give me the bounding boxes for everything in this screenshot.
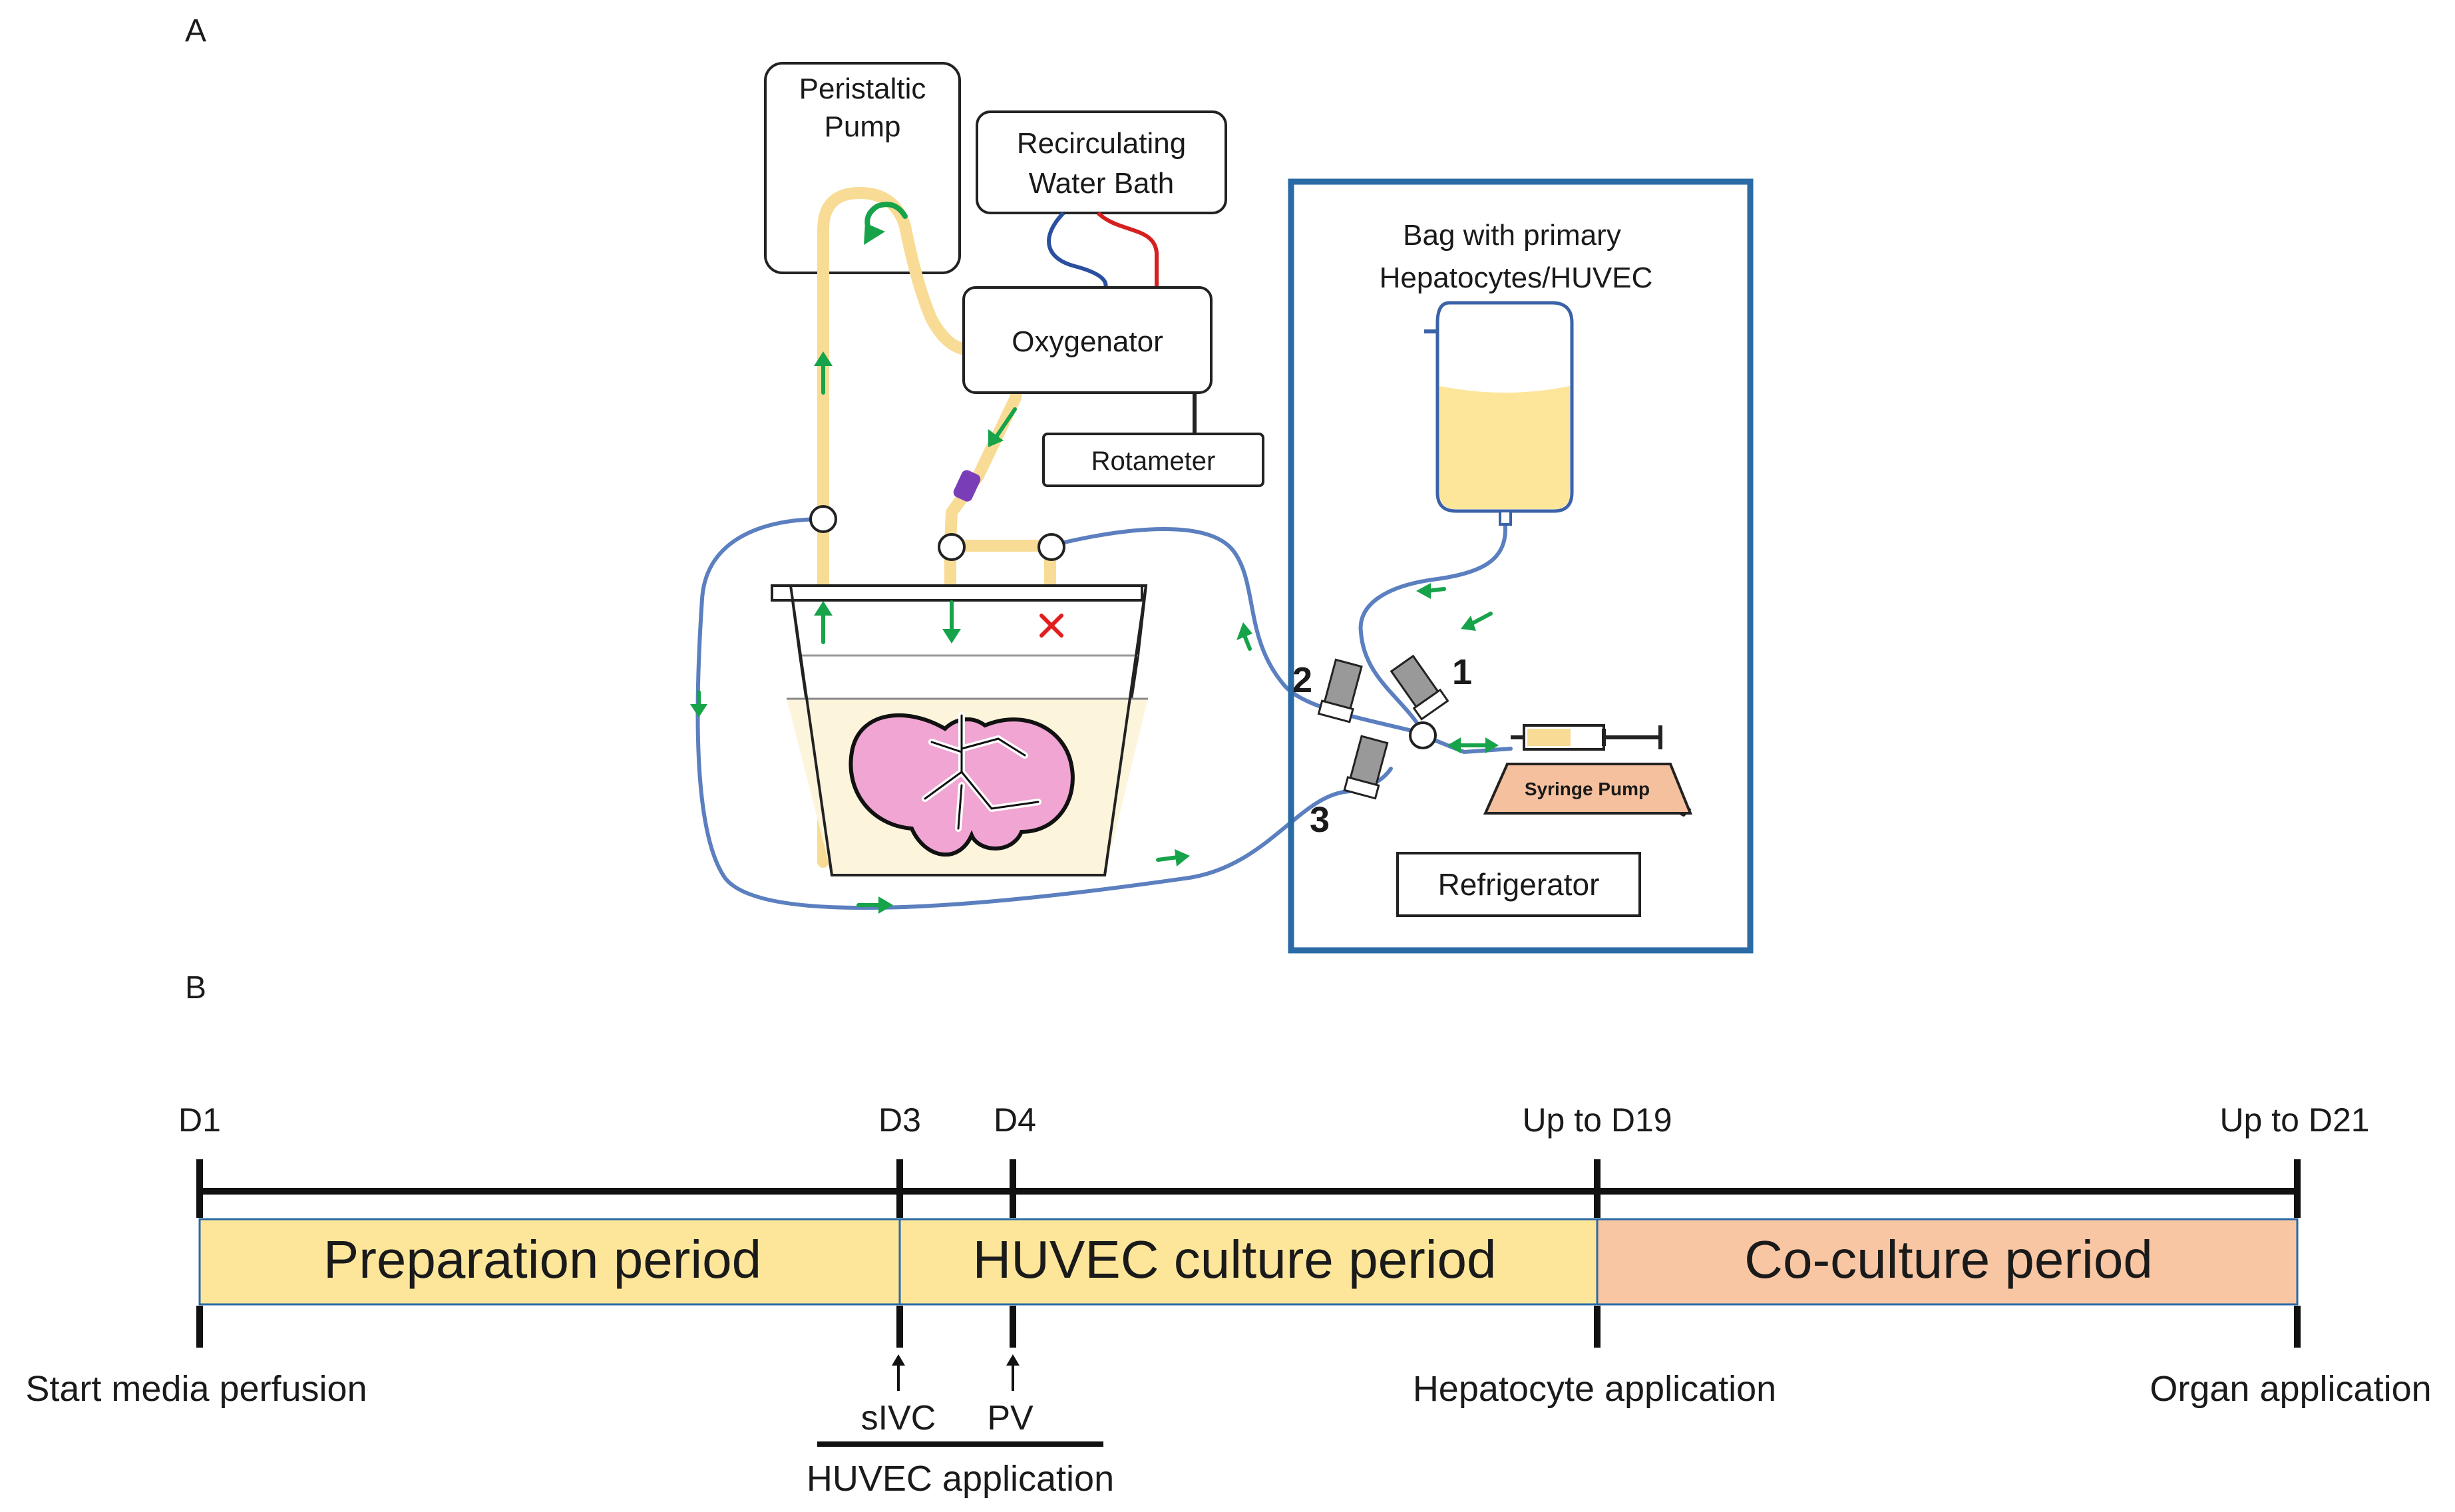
- timeline-bottom-ticks: [196, 1306, 2301, 1348]
- water-bath-label-2: Water Bath: [1029, 167, 1174, 200]
- day-label-d19: Up to D19: [1522, 1101, 1672, 1139]
- closed-line-x-mark: [1039, 614, 1063, 638]
- bag-label-1: Bag with primary: [1403, 219, 1621, 252]
- syringe-pump-label: Syringe Pump: [1525, 779, 1650, 799]
- stopcocks: 1 2 3: [1292, 652, 1472, 840]
- rotameter-label: Rotameter: [1091, 447, 1216, 476]
- water-hose-red: [1096, 211, 1159, 289]
- oxygenator: Oxygenator: [962, 286, 1213, 394]
- period-huvec: [898, 1218, 1599, 1306]
- peristaltic-pump: Peristaltic Pump: [764, 62, 961, 274]
- day-label-d1: D1: [178, 1101, 221, 1139]
- peristaltic-pump-label-2: Pump: [825, 110, 901, 143]
- event-organ-application: Organ application: [2150, 1369, 2431, 1409]
- bag-label-2: Hepatocytes/HUVEC: [1380, 262, 1653, 294]
- timeline-top: [196, 1159, 2301, 1218]
- huvec-application-arrows: [892, 1354, 1020, 1391]
- period-preparation-label: Preparation period: [323, 1230, 761, 1289]
- purple-stopcock: [953, 470, 981, 502]
- period-coculture-label: Co-culture period: [1744, 1230, 2153, 1289]
- stopcock-3-label: 3: [1310, 800, 1330, 840]
- period-coculture: [1596, 1218, 2299, 1306]
- event-sivc: sIVC: [861, 1399, 936, 1437]
- water-bath: Recirculating Water Bath: [976, 110, 1227, 214]
- event-start-perfusion: Start media perfusion: [25, 1369, 367, 1409]
- oxygenator-label: Oxygenator: [1012, 325, 1163, 358]
- water-hose-blue: [1047, 211, 1108, 291]
- refrigerator-enclosure: [1288, 178, 1754, 954]
- stopcock-2-label: 2: [1292, 660, 1312, 700]
- rotameter: Rotameter: [1042, 433, 1264, 487]
- stopcock-1-label: 1: [1452, 652, 1472, 692]
- event-hepatocyte-application: Hepatocyte application: [1413, 1369, 1776, 1409]
- day-label-d4: D4: [994, 1101, 1036, 1139]
- panel-a-label: A: [185, 13, 206, 49]
- refrigerator-label: Refrigerator: [1438, 867, 1600, 902]
- syringe-pump: Syringe Pump: [1483, 724, 1692, 817]
- period-preparation: [198, 1218, 901, 1306]
- event-pv: PV: [987, 1399, 1034, 1437]
- day-label-d21: Up to D21: [2219, 1101, 2369, 1139]
- flow-arrows: [690, 202, 1499, 914]
- event-huvec-application: HUVEC application: [807, 1459, 1114, 1499]
- day-label-d3: D3: [878, 1101, 921, 1139]
- period-huvec-label: HUVEC culture period: [973, 1230, 1497, 1289]
- period-bars: Preparation period HUVEC culture period …: [198, 1218, 2299, 1306]
- refrigerator-label-box: Refrigerator: [1396, 852, 1641, 917]
- cell-bag: Bag with primary Hepatocytes/HUVEC: [1380, 219, 1653, 526]
- panel-b-label: B: [185, 970, 206, 1006]
- water-bath-label-1: Recirculating: [1017, 127, 1186, 160]
- liver-icon: [849, 712, 1075, 857]
- peristaltic-pump-label-1: Peristaltic: [799, 73, 926, 105]
- tube-connectors: [809, 505, 1437, 749]
